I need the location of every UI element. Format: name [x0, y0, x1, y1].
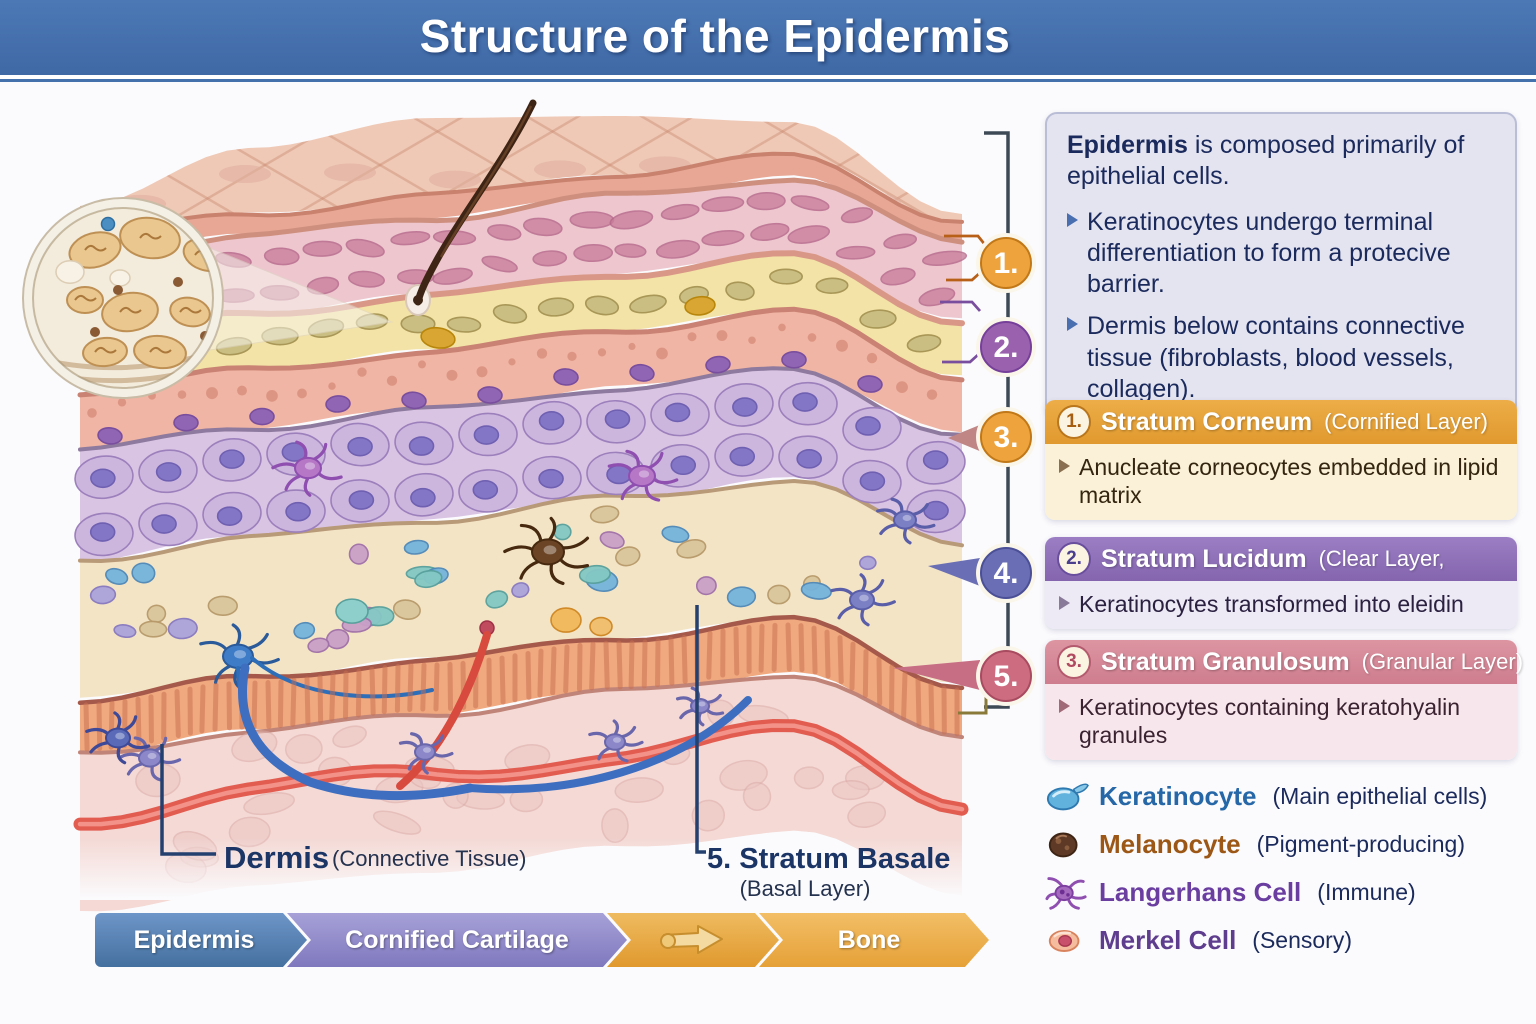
page-title: Structure of the Epidermis: [419, 10, 1011, 62]
pointer-hook-1a: [944, 234, 988, 247]
bullet-triangle-icon: [1067, 212, 1078, 227]
epidermis-info-box: Epidermis is composed primarily of epith…: [1045, 112, 1517, 417]
merkel-icon: [1048, 929, 1080, 952]
stratum-granulosum-header: 3. Stratum Granulosum (Granular Layer): [1045, 640, 1523, 684]
stratum-corneum-box: 1. Stratum Corneum (Cornified Layer) Anu…: [1045, 400, 1517, 521]
callout-circle-3: 3.: [976, 407, 1036, 467]
legend-item-merkel: Merkel Cell (Sensory): [1045, 916, 1517, 964]
bullet-triangle-icon: [1067, 317, 1078, 332]
stratum-granulosum-box: 3. Stratum Granulosum (Granular Layer) K…: [1045, 640, 1523, 761]
hand-arrow-icon: [658, 922, 728, 958]
stratum-basale-label-group: 5. Stratum Basale (Basal Layer): [695, 605, 950, 901]
pointer-wedge-3: [948, 424, 982, 452]
info-lead-bold: Epidermis: [1067, 131, 1188, 159]
svg-text:4.: 4.: [993, 557, 1018, 590]
legend-item-melanocyte: Melanocyte (Pigment-producing): [1045, 820, 1517, 868]
melanocyte-icon: [1048, 832, 1078, 858]
info-bullet-2: Dermis below contains connective tissue …: [1067, 311, 1497, 405]
number-badge-2: 2.: [1057, 542, 1091, 576]
keratinocyte-icon: [1046, 783, 1089, 811]
title-bar: [0, 0, 1536, 75]
callout-circle-4: 4.: [976, 543, 1036, 603]
callout-circle-1: 1.: [976, 233, 1036, 293]
dermis-paren-label: (Connective Tissue): [332, 846, 526, 871]
bullet-triangle-icon: [1059, 699, 1070, 713]
title-separator-white: [0, 75, 1536, 79]
pointer-hook-2b: [942, 351, 981, 364]
stratum-basale-label: 5. Stratum Basale: [707, 843, 950, 875]
stratum-corneum-header: 1. Stratum Corneum (Cornified Layer): [1045, 400, 1517, 444]
svg-text:3.: 3.: [993, 421, 1018, 454]
flow-arrow-bone: Bone: [759, 913, 989, 967]
svg-text:1.: 1.: [993, 247, 1018, 280]
legend-item-langerhans: Langerhans Cell (Immune): [1045, 868, 1517, 916]
pointer-wedge-4: [928, 558, 980, 586]
cell-legend: Keratinocyte (Main epithelial cells) Mel…: [1045, 772, 1517, 964]
callout-circle-5: 5.: [976, 646, 1036, 706]
basal-layer-paren-label: (Basal Layer): [740, 876, 871, 901]
stratum-lucidum-header: 2. Stratum Lucidum (Clear Layer,: [1045, 537, 1517, 581]
bullet-triangle-icon: [1059, 596, 1070, 610]
layer-flow-bar: Epidermis Cornified Cartilage Bone: [95, 913, 989, 967]
svg-text:2.: 2.: [993, 331, 1018, 364]
flow-arrow-epidermis: Epidermis: [95, 913, 307, 967]
stratum-lucidum-box: 2. Stratum Lucidum (Clear Layer, Keratin…: [1045, 537, 1517, 630]
callout-circle-2: 2.: [976, 317, 1036, 377]
title-separator-blue: [0, 79, 1536, 82]
pointer-hook-2a: [940, 300, 982, 312]
info-bullet-1: Keratinocytes undergo terminal different…: [1067, 207, 1497, 301]
flow-arrow-icon-segment: [607, 913, 779, 967]
svg-text:5.: 5.: [993, 660, 1018, 693]
number-badge-1: 1.: [1057, 405, 1091, 439]
number-badge-3: 3.: [1057, 645, 1091, 679]
pointer-wedge-5: [893, 660, 980, 690]
flow-arrow-cornified-cartilage: Cornified Cartilage: [287, 913, 627, 967]
langerhans-icon: [1045, 877, 1087, 910]
bullet-triangle-icon: [1059, 459, 1070, 473]
legend-item-keratinocyte: Keratinocyte (Main epithelial cells): [1045, 772, 1517, 820]
dermis-label-group: Dermis (Connective Tissue): [160, 744, 526, 875]
info-lead-text: is composed primarily of epithelial cell…: [1067, 131, 1465, 191]
dermis-label: Dermis: [224, 840, 329, 875]
